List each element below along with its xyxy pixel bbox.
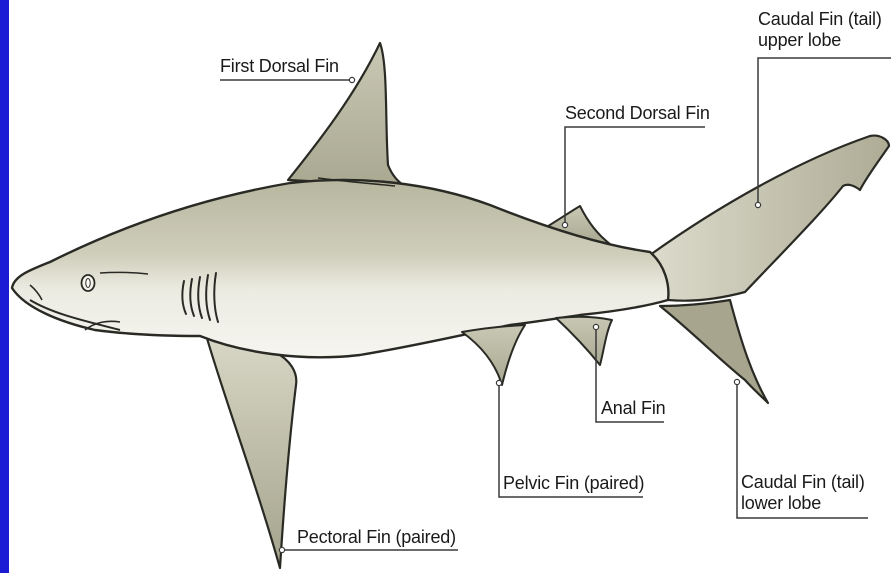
label-caudal-lower-line2: lower lobe xyxy=(741,493,865,514)
label-second-dorsal-fin: Second Dorsal Fin xyxy=(565,102,710,124)
second-dorsal-leader xyxy=(565,127,705,225)
label-first-dorsal-fin: First Dorsal Fin xyxy=(220,55,339,77)
caudal-upper-leader xyxy=(758,58,891,205)
label-caudal-upper-line1: Caudal Fin (tail) xyxy=(758,9,882,30)
label-anal-fin: Anal Fin xyxy=(601,397,665,419)
label-caudal-fin-upper: Caudal Fin (tail) upper lobe xyxy=(758,9,882,51)
label-caudal-fin-lower: Caudal Fin (tail) lower lobe xyxy=(741,472,865,514)
label-pelvic-fin: Pelvic Fin (paired) xyxy=(503,472,644,494)
label-pectoral-fin: Pectoral Fin (paired) xyxy=(297,526,456,548)
label-caudal-lower-line1: Caudal Fin (tail) xyxy=(741,472,865,493)
label-caudal-upper-line2: upper lobe xyxy=(758,30,882,51)
